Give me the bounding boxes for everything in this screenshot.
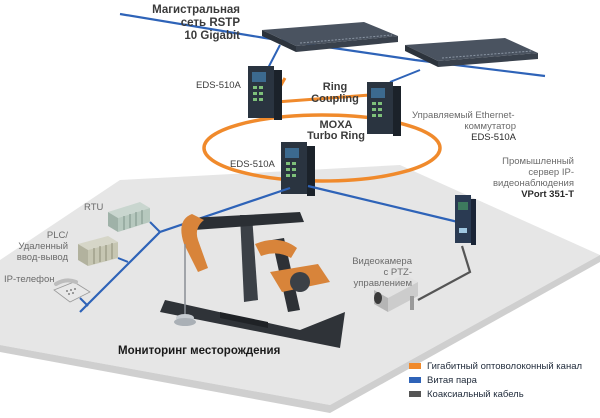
phone-link (79, 297, 89, 307)
backbone-label-line2: сеть RSTP (180, 17, 240, 29)
rtu-link (149, 221, 161, 233)
ptz-camera (374, 274, 418, 312)
plc-device (78, 236, 118, 266)
ring-coupling-label-line1: Ring (322, 81, 348, 93)
turbo-ring (202, 113, 442, 183)
video-server-label-line2: сервер IP- (528, 167, 574, 178)
camera-label-line2: с PTZ- (383, 267, 413, 278)
legend-label-fiber: Гигабитный оптоволоконный канал (427, 360, 583, 372)
plc-link (117, 257, 129, 263)
legend-row-twisted-pair: Витая пара (409, 373, 477, 387)
ip-phone-label: IP-телефон (4, 274, 55, 285)
plc-label-line3: ввод-вывод (16, 252, 68, 263)
video-server-label-line3: видеонаблюдения (493, 178, 574, 189)
legend-label-twisted-pair: Витая пара (427, 374, 477, 386)
video-server-label-line4: VPort 351-T (521, 189, 574, 200)
ip-phone-device (53, 278, 91, 303)
legend-swatch-coax (409, 391, 421, 397)
field-monitoring-title: Мониторинг месторождения (118, 345, 281, 357)
field-floor-edge (0, 255, 600, 413)
backbone-switch-1 (262, 22, 398, 52)
video-server-device (455, 195, 476, 245)
turbo-ring-label-line2: Turbo Ring (307, 130, 365, 142)
managed-switch-label-line1: Управляемый Ethernet- (412, 110, 515, 121)
plc-label-line1: PLC/ (46, 230, 68, 241)
turbo-ring-label-line1: MOXA (319, 119, 353, 131)
legend-row-coax: Коаксиальный кабель (409, 387, 524, 401)
coax-camera-link (417, 245, 472, 301)
ring-coupling-label-line2: Coupling (311, 93, 359, 105)
ring-coupling-link-right (275, 93, 371, 104)
eds-510a-switch-top (248, 66, 282, 120)
eds-510a-switch-managed (367, 82, 401, 136)
switch-b-label: EDS-510A (230, 159, 275, 170)
managed-switch-label-line2: коммутатор (464, 121, 516, 132)
rtu-device (108, 202, 150, 232)
backbone-label-line3: 10 Gigabit (184, 30, 240, 42)
backbone-link (119, 12, 546, 78)
legend-label-coax: Коаксиальный кабель (427, 388, 524, 400)
plc-label-line2: Удаленный (18, 241, 68, 252)
camera-label-line3: управлением (353, 278, 412, 289)
video-server-label-line1: Промышленный (502, 156, 574, 167)
backbone-label-line1: Магистральная (152, 4, 240, 16)
managed-switch-label-line3: EDS-510A (471, 132, 516, 143)
legend-swatch-fiber (409, 363, 421, 369)
legend-row-fiber: Гигабитный оптоволоконный канал (409, 359, 582, 373)
legend-swatch-twisted-pair (409, 377, 421, 383)
eds-510a-switch-bottom (281, 142, 315, 196)
uplink-switch-managed (389, 69, 421, 83)
rtu-label: RTU (84, 202, 104, 213)
video-server-link (307, 184, 459, 224)
pump-jack (160, 212, 345, 348)
backbone-switch-2 (405, 38, 538, 67)
camera-label-line1: Видеокамера (352, 256, 412, 267)
switch-a-label: EDS-510A (196, 80, 241, 91)
